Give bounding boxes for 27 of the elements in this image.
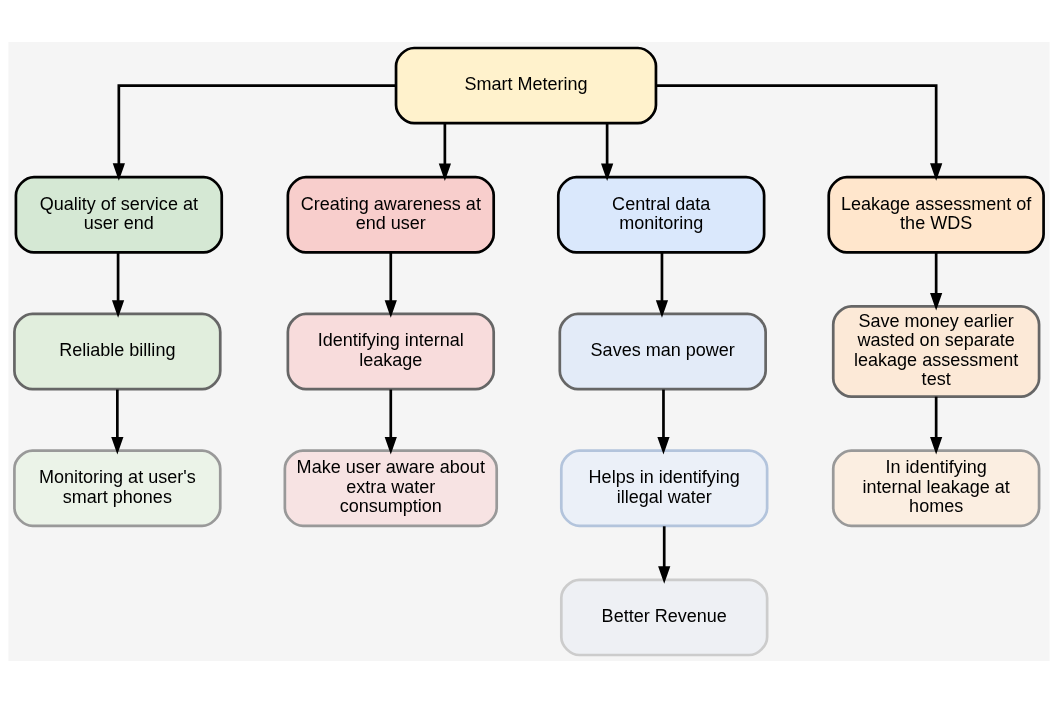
arrow [111,389,124,454]
arrow [658,525,671,584]
arrow [111,252,125,318]
arrow [601,123,614,181]
node-box: Helps in identifying illegal water [559,448,769,527]
arrow [384,252,397,318]
arrow [930,252,943,310]
node-box: Central data monitoring [556,175,766,254]
node-box: Save money earlier wasted on separate leakage assessment test [831,304,1041,398]
node-box: Better Revenue [559,578,769,656]
node-box: In identifying internal leakage at homes [831,448,1041,527]
node-box: Smart Metering [394,46,658,124]
arrow [655,252,669,318]
node-box: Quality of service at user end [14,175,224,254]
node-box: Identifying internal leakage [286,312,496,390]
arrow [930,396,943,454]
arrow [112,83,396,181]
arrow [657,389,670,454]
arrow [438,123,451,181]
node-box: Reliable billing [13,312,222,390]
node-box: Creating awareness at end user [286,175,496,254]
node-box: Make user aware about extra water consumption [283,448,499,527]
arrow [384,389,397,454]
node-box: Leakage assessment of the WDS [827,175,1045,254]
node-box: Saves man power [558,312,767,390]
node-box: Monitoring at user's smart phones [13,448,222,527]
arrow [656,83,943,181]
